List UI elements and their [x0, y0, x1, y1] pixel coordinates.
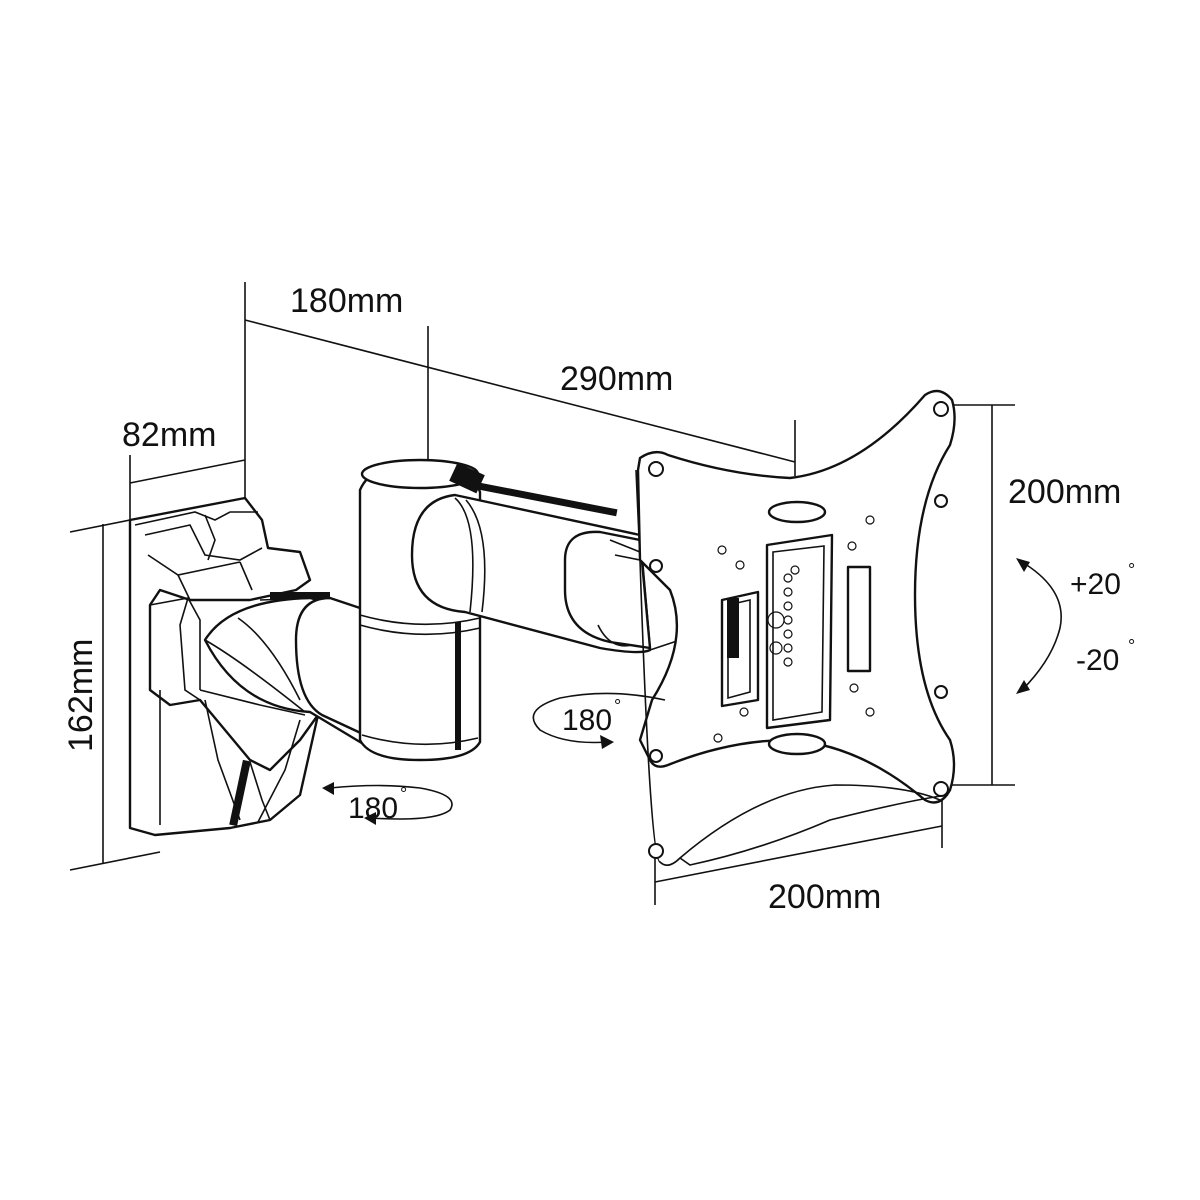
lower-arm: [203, 592, 377, 747]
degree-symbol: °: [614, 696, 621, 716]
wall-plate: [128, 496, 320, 837]
label-wall-height: 162mm: [62, 639, 100, 752]
label-arm-inner: 180mm: [290, 282, 403, 320]
label-plate-swivel: 180: [562, 704, 612, 737]
upper-arm: [410, 482, 681, 654]
dimension-labels: 82mm 180mm 290mm 162mm 200mm 200mm: [62, 282, 1121, 916]
label-wall-swivel: 180: [348, 792, 398, 825]
label-tilt-up: +20: [1070, 568, 1121, 601]
label-vesa-horizontal: 200mm: [768, 878, 881, 916]
label-wall-depth: 82mm: [122, 416, 216, 454]
vesa-plate: [635, 389, 956, 866]
degree-symbol: °: [400, 784, 407, 804]
rotation-arrows: [322, 558, 1062, 825]
rotation-labels: 180 ° 180 ° +20 ° -20 °: [348, 560, 1135, 825]
label-arm-total: 290mm: [560, 360, 673, 398]
label-vesa-vertical: 200mm: [1008, 473, 1121, 511]
degree-symbol: °: [1128, 636, 1135, 656]
degree-symbol: °: [1128, 560, 1135, 580]
label-tilt-down: -20: [1076, 644, 1119, 677]
dimension-lines: [69, 282, 1015, 905]
